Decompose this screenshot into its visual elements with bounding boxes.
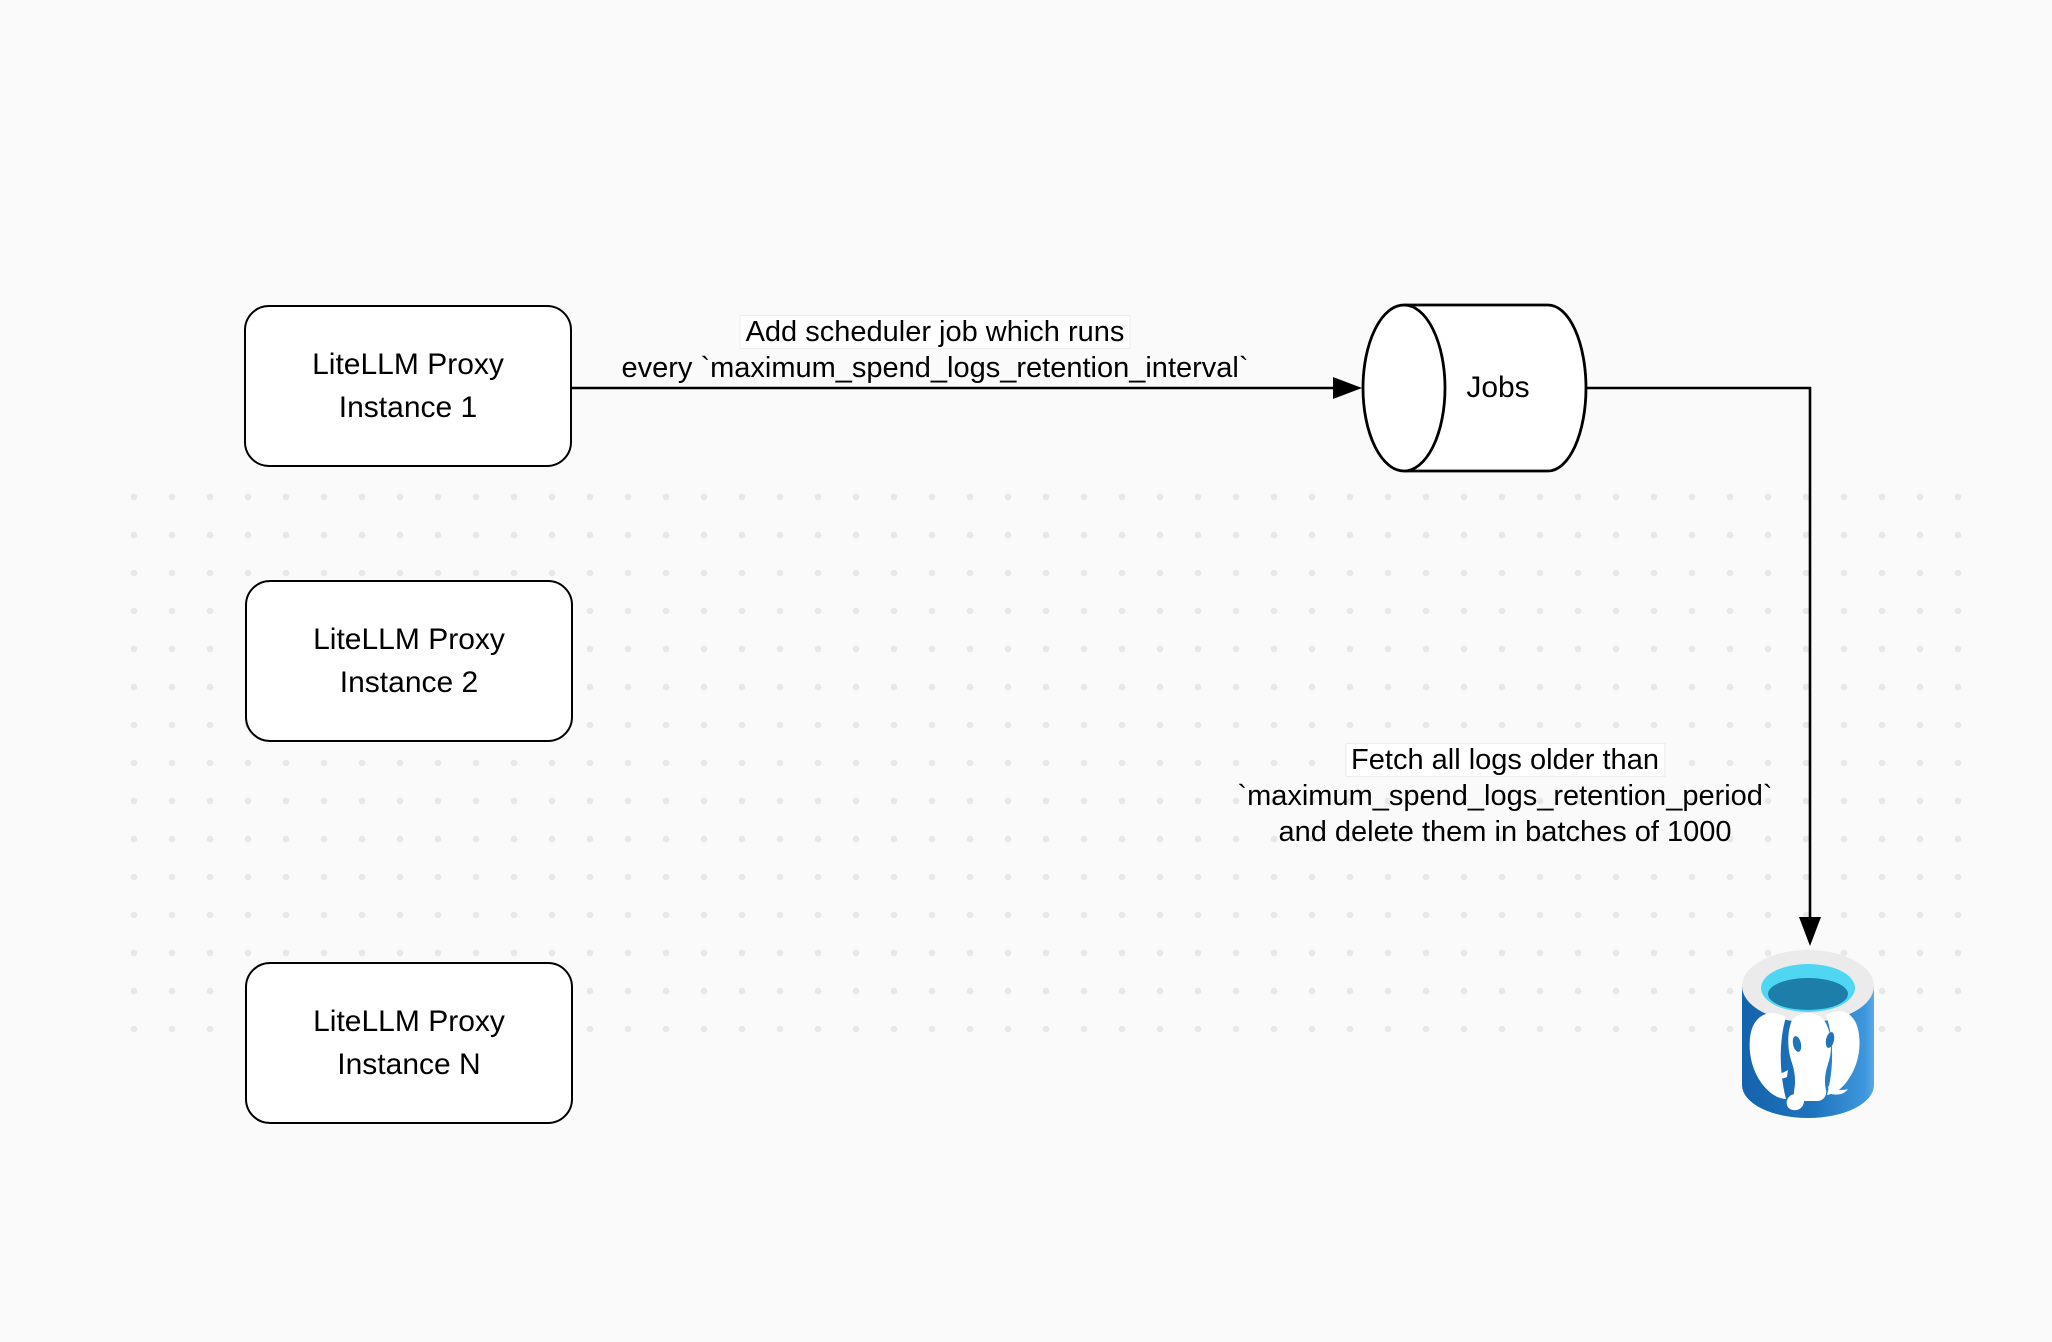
node-label-line: Instance 1 — [338, 391, 478, 424]
node-label-line: Instance 2 — [339, 666, 479, 699]
node-litellm-proxy-instance-2: LiteLLM Proxy Instance 2 — [245, 580, 573, 742]
edge-add-scheduler-arrow — [572, 377, 1362, 399]
edge-label-line: `maximum_spend_logs_retention_period` — [1237, 780, 1773, 812]
node-litellm-proxy-instance-n: LiteLLM Proxy Instance N — [245, 962, 573, 1124]
edge-label-line-text: Add scheduler job which runs — [739, 315, 1131, 349]
node-litellm-proxy-instance-1: LiteLLM Proxy Instance 1 — [244, 305, 572, 467]
node-label-line: LiteLLM Proxy — [313, 1005, 505, 1038]
arrowhead-down-icon — [1799, 917, 1821, 946]
postgres-elephant-icon — [1749, 1011, 1860, 1111]
edge-label-line: Add scheduler job which runs — [621, 314, 1248, 350]
postgresql-database-icon — [1742, 950, 1874, 1118]
node-label-line: LiteLLM Proxy — [313, 623, 505, 656]
node-label-line: Instance N — [337, 1048, 481, 1081]
edge-fetch-delete-arrow — [1582, 386, 1821, 946]
arrowhead-right-icon — [1333, 377, 1362, 399]
edge-label-fetch-delete: Fetch all logs older than `maximum_spend… — [1237, 742, 1773, 850]
postgres-water-deep — [1768, 978, 1848, 1010]
jobs-node-label: Jobs — [1466, 371, 1530, 404]
edge-label-line-text: Fetch all logs older than — [1345, 743, 1665, 777]
postgres-elephant-eyes — [1792, 1032, 1835, 1052]
edge-label-add-scheduler: Add scheduler job which runs every `maxi… — [621, 314, 1249, 386]
node-label-line: LiteLLM Proxy — [312, 348, 504, 381]
edge-label-line: and delete them in batches of 1000 — [1278, 816, 1732, 848]
jobs-cylinder — [1361, 303, 1588, 473]
edge-label-line: every `maximum_spend_logs_retention_inte… — [621, 352, 1249, 384]
edge-label-line: Fetch all logs older than — [1237, 742, 1772, 778]
